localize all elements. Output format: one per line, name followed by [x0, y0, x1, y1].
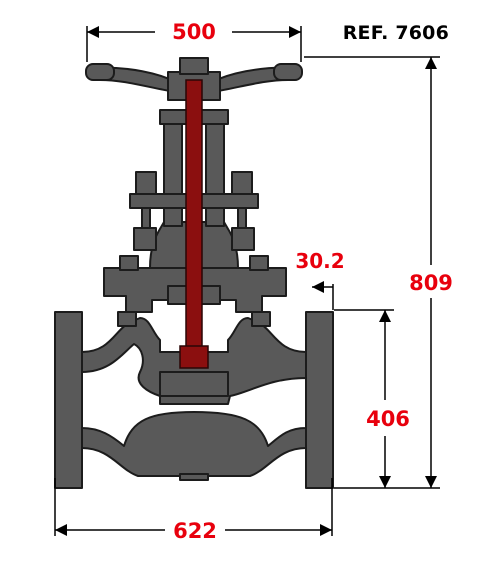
right-flange	[305, 311, 334, 489]
dim-500-label: 500	[172, 20, 216, 44]
gland-nut-right-bottom	[231, 227, 255, 251]
gland-nut-left-bottom	[133, 227, 157, 251]
valve-body	[54, 311, 334, 489]
stem-shaft	[185, 79, 203, 367]
stem-collar	[179, 345, 209, 369]
dimension-labels: 500 809 406 30.2 622	[172, 20, 453, 543]
stem	[179, 79, 209, 369]
yoke-left	[163, 117, 183, 227]
handwheel-rim-right	[273, 63, 303, 81]
dimension-lines	[54, 26, 440, 536]
gland-nut-left-top	[135, 171, 157, 195]
dim-406-label: 406	[366, 407, 410, 431]
flow-passage	[81, 343, 307, 447]
dim-622-label: 622	[173, 519, 217, 543]
yoke-right	[205, 117, 225, 227]
valve-disc	[159, 371, 229, 397]
handwheel-nut	[179, 57, 209, 75]
bonnet-nut-left-bottom	[117, 311, 137, 327]
bonnet-nut-right-top	[249, 255, 269, 271]
handwheel-rim-left	[85, 63, 115, 81]
bonnet-nut-right-bottom	[251, 311, 271, 327]
bottom-hub	[179, 473, 209, 481]
left-flange	[54, 311, 83, 489]
bonnet-nut-left-top	[119, 255, 139, 271]
handwheel	[85, 57, 303, 101]
gland-nut-right-top	[231, 171, 253, 195]
dim-809-label: 809	[409, 271, 453, 295]
reference-label: REF. 7606	[342, 22, 449, 44]
dim-302-label: 30.2	[295, 249, 344, 273]
